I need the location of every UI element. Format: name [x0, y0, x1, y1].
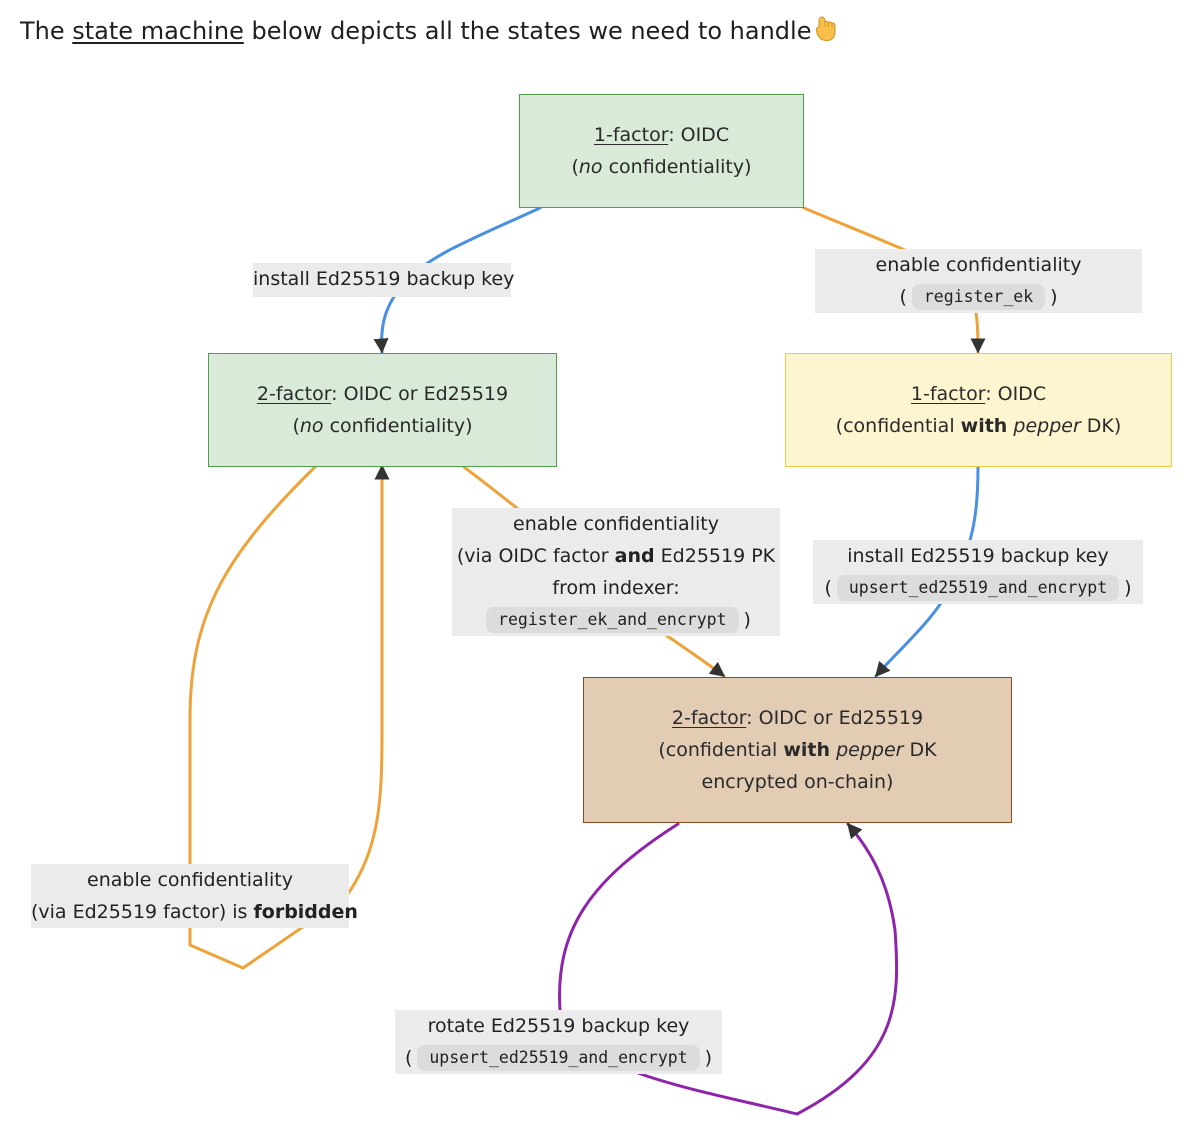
edge-b-d-line2: (via OIDC factor and Ed25519 PK — [456, 545, 776, 567]
state-a-line1: 1-factor: OIDC — [593, 124, 730, 146]
intro-prefix: The — [20, 17, 73, 45]
state-2factor-no-confidentiality: 2-factor: OIDC or Ed25519 (no confidenti… — [208, 353, 557, 467]
register-ek-and-encrypt-code: register_ek_and_encrypt — [486, 607, 739, 633]
edge-c-d-line2: (upsert_ed25519_and_encrypt) — [824, 575, 1132, 601]
state-d-line1: 2-factor: OIDC or Ed25519 — [671, 707, 924, 729]
register-ek-code: register_ek — [911, 284, 1046, 310]
edge-label-install-backup-key: install Ed25519 backup key — [253, 263, 515, 297]
edge-b-d-line1: enable confidentiality — [513, 513, 719, 535]
state-c-line1: 1-factor: OIDC — [910, 383, 1047, 405]
edge-label-forbidden: enable confidentiality (via Ed25519 fact… — [31, 864, 358, 928]
edge-d-loop — [558, 822, 899, 1116]
edge-d-loop-line1: rotate Ed25519 backup key — [427, 1015, 690, 1037]
edge-b-loop-line2: (via Ed25519 factor) is forbidden — [31, 901, 358, 923]
state-a-line2: (no confidentiality) — [571, 156, 752, 178]
edge-a-c-line1: enable confidentiality — [875, 254, 1082, 276]
edge-b-d-line4: register_ek_and_encrypt) — [452, 604, 780, 636]
state-machine-link[interactable]: state machine — [72, 17, 244, 45]
state-c-line2: (confidential with pepper DK) — [835, 415, 1122, 437]
edge-a-b-text: install Ed25519 backup key — [253, 268, 515, 290]
edge-a-c-line2: (register_ek) — [899, 284, 1058, 310]
state-1factor-confidential: 1-factor: OIDC (confidential with pepper… — [785, 353, 1172, 467]
edge-label-rotate-backup-key: rotate Ed25519 backup key (upsert_ed2551… — [395, 1010, 722, 1074]
state-b-line1: 2-factor: OIDC or Ed25519 — [256, 383, 509, 405]
edge-label-enable-confidentiality: enable confidentiality (register_ek) — [815, 249, 1142, 313]
state-1factor-no-confidentiality: 1-factor: OIDC (no confidentiality) — [519, 94, 804, 208]
upsert-ed25519-rotate-code: upsert_ed25519_and_encrypt — [417, 1045, 700, 1071]
edge-b-d-line3: from indexer: — [552, 577, 680, 599]
state-d-line2: (confidential with pepper DK — [658, 739, 937, 761]
intro-suffix: below depicts all the states we need to … — [243, 17, 812, 45]
state-d-line3: encrypted on-chain) — [701, 771, 894, 793]
edge-label-install-backup-key-encrypt: install Ed25519 backup key (upsert_ed255… — [813, 540, 1143, 604]
edge-c-d-line1: install Ed25519 backup key — [847, 545, 1109, 567]
state-2factor-confidential-encrypted: 2-factor: OIDC or Ed25519 (confidential … — [583, 677, 1012, 823]
pointing-down-hand-icon — [815, 16, 837, 42]
edge-b-loop — [188, 464, 390, 970]
edge-d-loop-line2: (upsert_ed25519_and_encrypt) — [404, 1045, 713, 1071]
edge-label-enable-confidentiality-via-oidc: enable confidentiality (via OIDC factor … — [452, 508, 780, 636]
state-b-line2: (no confidentiality) — [292, 415, 473, 437]
intro-sentence: The state machine below depicts all the … — [20, 14, 837, 48]
edge-b-loop-line1: enable confidentiality — [87, 869, 293, 891]
upsert-ed25519-code: upsert_ed25519_and_encrypt — [836, 575, 1120, 601]
